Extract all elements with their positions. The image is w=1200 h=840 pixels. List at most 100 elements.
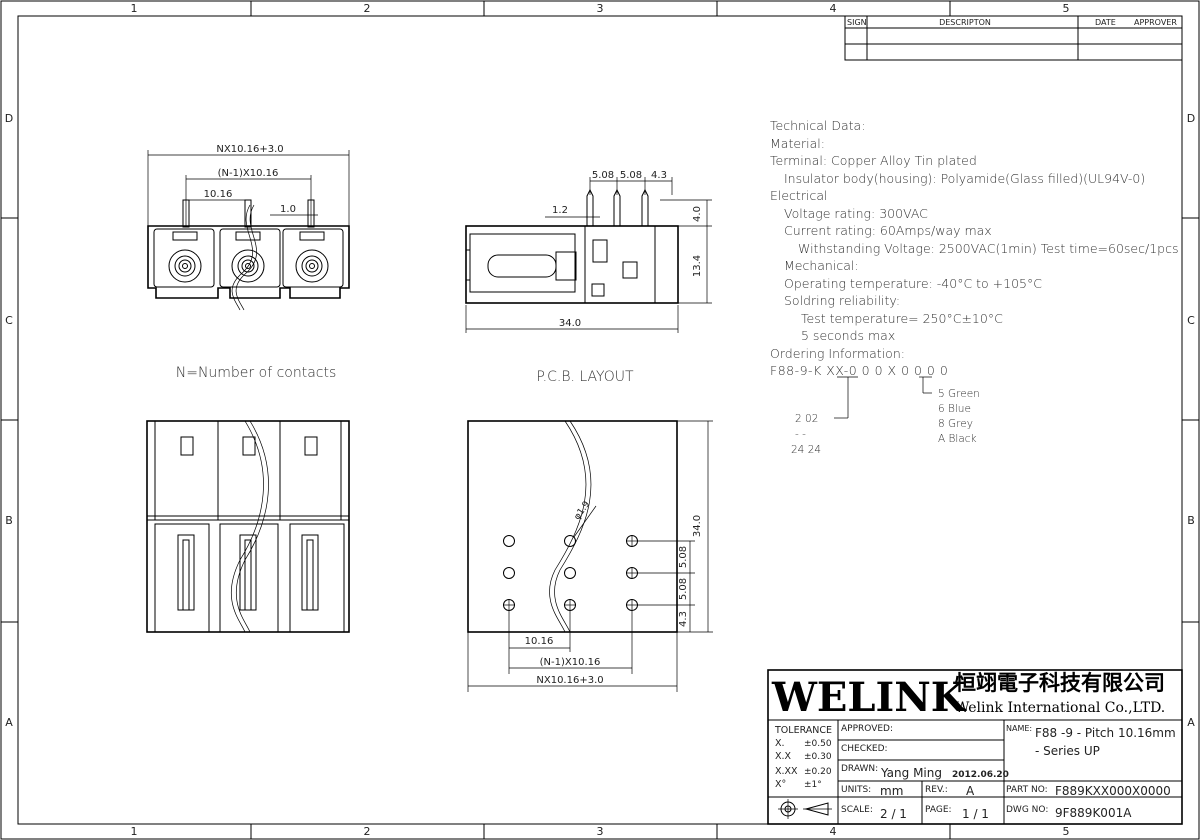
units-label: UNITS: (841, 785, 871, 795)
tech-line: Test temperature= 250°C±10°C (801, 311, 1003, 326)
rev-description-header: DESCRIPTON (939, 18, 991, 27)
pcb-dim-v1: 5.08 (678, 546, 689, 568)
approved-label: APPROVED: (841, 724, 893, 734)
pcb-hole (564, 567, 576, 579)
top-view (146, 420, 350, 633)
col-number: 4 (830, 825, 837, 838)
front-view: NX10.16+3.0 (N-1)X10.16 10.16 1.0 (147, 144, 350, 381)
front-contact (282, 228, 344, 288)
rev-approver-header: APPROVER (1134, 18, 1177, 27)
contacts-option: 24 24 (791, 444, 821, 456)
title-block: WELINK 恒翊電子科技有限公司 Welink International C… (767, 669, 1183, 825)
ordering-leaders (834, 376, 932, 419)
dwg-no-label: DWG NO: (1006, 805, 1048, 815)
row-letter: A (5, 716, 13, 729)
side-dim-4: 1.2 (552, 205, 568, 216)
rev-date-header: DATE (1095, 18, 1116, 27)
units-value: mm (880, 784, 903, 798)
col-number: 5 (1063, 2, 1070, 15)
technical-data: Technical Data: Material: Terminal: Copp… (770, 118, 1178, 378)
contacts-option: 2 02 (795, 413, 818, 425)
tech-line: Operating temperature: -40°C to +105°C (784, 276, 1042, 291)
company-name-cn: 恒翊電子科技有限公司 (955, 670, 1165, 695)
tech-line: Current rating: 60Amps/way max (784, 223, 992, 238)
tech-line: Withstanding Voltage: 2500VAC(1min) Test… (798, 241, 1178, 256)
scale-value: 2 / 1 (880, 807, 907, 821)
drawn-label: DRAWN: (841, 764, 878, 774)
pcb-dim-v2: 5.08 (678, 578, 689, 600)
row-letter: A (1187, 716, 1195, 729)
side-view: 5.08 5.08 4.3 1.2 4.0 13.4 34.0 P.C.B. L… (465, 170, 712, 385)
tech-line: Soldring reliability: (784, 293, 900, 308)
page-value: 1 / 1 (962, 807, 989, 821)
pcb-dim-pitch-total: (N-1)X10.16 (540, 657, 601, 668)
col-number: 3 (597, 2, 604, 15)
tolerance-key: X.X (775, 751, 792, 762)
row-letter: B (5, 514, 13, 527)
tolerance-value: ±1° (804, 780, 822, 790)
row-letter: C (5, 314, 13, 327)
front-dim-pitch-total: (N-1)X10.16 (218, 168, 279, 179)
side-dim-5: 4.0 (692, 206, 703, 222)
color-option: 8 Grey (938, 418, 973, 430)
front-contact (153, 228, 215, 288)
front-view-caption: N=Number of contacts (176, 365, 337, 381)
tech-line: Technical Data: (770, 118, 865, 133)
company-name-en: Welink International Co.,LTD. (955, 700, 1165, 716)
tech-line: Mechanical: (784, 258, 859, 273)
tech-line: Electrical (770, 188, 827, 203)
row-letter: D (5, 112, 13, 125)
col-number: 1 (131, 825, 138, 838)
dwg-no-value: 9F889K001A (1055, 806, 1132, 820)
part-name-line2: - Series UP (1035, 744, 1100, 758)
pcb-layout-caption: P.C.B. LAYOUT (536, 369, 634, 385)
pcb-dim-height: 34.0 (692, 515, 703, 537)
col-number: 1 (131, 2, 138, 15)
tolerance-key: X° (775, 779, 786, 790)
scale-label: SCALE: (841, 805, 873, 815)
color-option: A Black (938, 433, 977, 445)
side-dim-3: 4.3 (651, 170, 667, 181)
color-option: 6 Blue (938, 403, 971, 415)
side-dim-2: 5.08 (620, 170, 642, 181)
part-no-value: F889KXX000X0000 (1055, 784, 1171, 798)
tech-line: Material: (770, 136, 825, 151)
col-number: 2 (364, 825, 371, 838)
front-contact (219, 228, 281, 288)
page-label: PAGE: (925, 805, 952, 815)
drawn-date: 2012.06.20 (952, 770, 1009, 780)
ordering-code: F88-9-K XX-0 0 0 X 0 0 0 0 (770, 363, 948, 378)
col-number: 5 (1063, 825, 1070, 838)
row-letter: D (1187, 112, 1195, 125)
tolerance-value: ±0.20 (804, 767, 832, 777)
pcb-layout-view: φ1.9 34.0 5.08 5.08 4.3 10.16 (N-1)X10.1… (467, 420, 713, 692)
revision-block: SIGN DESCRIPTON DATE APPROVER (844, 15, 1183, 61)
checked-label: CHECKED: (841, 744, 888, 754)
side-dim-length: 34.0 (559, 318, 581, 329)
pcb-dim-overall: NX10.16+3.0 (536, 675, 603, 686)
pcb-hole (503, 535, 515, 547)
part-no-label: PART NO: (1006, 785, 1048, 795)
rev-label: REV.: (925, 785, 948, 795)
rev-value: A (966, 784, 975, 798)
row-letter: B (1187, 514, 1195, 527)
tech-line: Insulator body(housing): Polyamide(Glass… (784, 171, 1145, 186)
name-label: NAME: (1006, 724, 1032, 733)
rev-sign-header: SIGN (847, 18, 867, 27)
col-number: 4 (830, 2, 837, 15)
color-option: 5 Green (938, 388, 980, 400)
front-dim-pin: 1.0 (280, 204, 296, 215)
tech-line: 5 seconds max (801, 328, 895, 343)
projection-symbol-icon (778, 799, 832, 819)
pcb-hole (503, 567, 515, 579)
front-dim-pitch: 10.16 (204, 189, 233, 200)
col-number: 2 (364, 2, 371, 15)
tech-line: Terminal: Copper Alloy Tin plated (770, 153, 977, 168)
contacts-option: - - (795, 428, 806, 440)
drawn-by: Yang Ming (880, 766, 942, 780)
side-dim-6: 13.4 (692, 255, 703, 277)
tolerance-key: X.XX (775, 766, 798, 777)
pcb-dim-pitch: 10.16 (525, 636, 554, 647)
tolerance-label: TOLERANCE (774, 725, 832, 736)
